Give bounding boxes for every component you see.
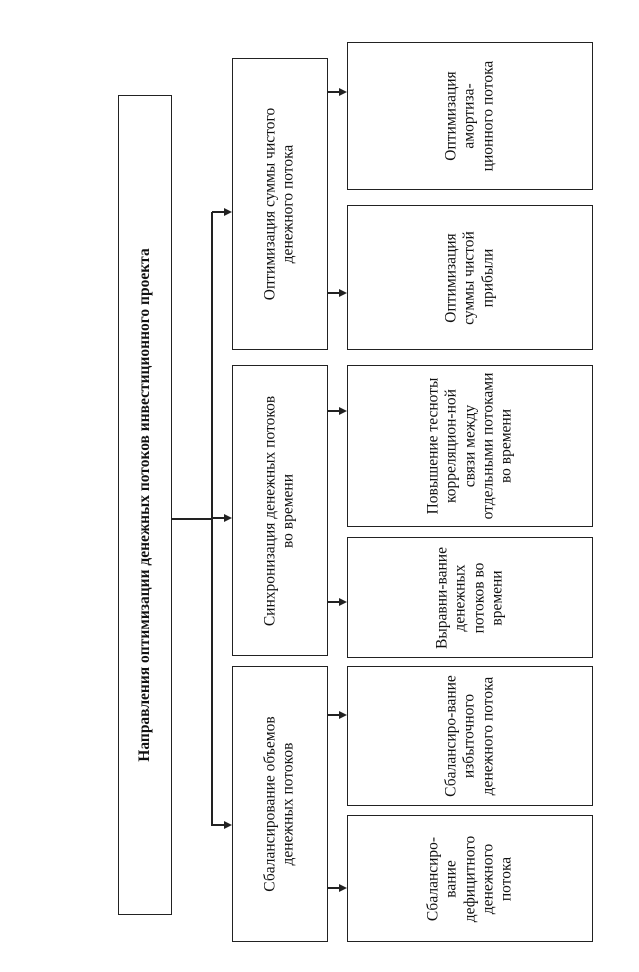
branch-node-net-cash-flow: Оптимизация суммы чистого денежного пото… bbox=[232, 58, 328, 350]
leaf-node-correlation: Повышение тесноты корреляцион-ной связи … bbox=[347, 365, 593, 527]
leaf-node-label: Оптимизация амортиза-ционного потока bbox=[442, 60, 497, 172]
leaf-arrow bbox=[339, 87, 347, 96]
leaf-arrow bbox=[339, 710, 347, 719]
branch-spine bbox=[211, 212, 213, 826]
leaf-connector bbox=[328, 91, 340, 93]
branch-node-label: Синхронизация денежных потоков во времен… bbox=[261, 395, 297, 626]
branch-connector-top bbox=[212, 211, 225, 213]
leaf-arrow bbox=[339, 883, 347, 892]
branch-node-label: Сбалансирование объемов денежных потоков bbox=[261, 716, 297, 892]
leaf-arrow bbox=[339, 406, 347, 415]
leaf-arrow bbox=[339, 288, 347, 297]
leaf-node-surplus-balancing: Сбалансиро-вание избыточного денежного п… bbox=[347, 666, 593, 806]
leaf-connector bbox=[328, 601, 340, 603]
root-connector bbox=[172, 518, 212, 520]
root-node-label: Направления оптимизации денежных потоков… bbox=[135, 248, 153, 762]
branch-connector-bottom bbox=[212, 824, 225, 826]
branch-node-balancing: Сбалансирование объемов денежных потоков bbox=[232, 666, 328, 942]
root-node: Направления оптимизации денежных потоков… bbox=[118, 95, 172, 915]
leaf-connector bbox=[328, 410, 340, 412]
leaf-connector bbox=[328, 292, 340, 294]
leaf-node-label: Выравни-вание денежных потоков во времен… bbox=[433, 546, 506, 649]
branch-node-label: Оптимизация суммы чистого денежного пото… bbox=[261, 107, 297, 301]
leaf-arrow bbox=[339, 597, 347, 606]
branch-node-synchronization: Синхронизация денежных потоков во времен… bbox=[232, 365, 328, 656]
leaf-connector bbox=[328, 887, 340, 889]
branch-connector-mid bbox=[212, 517, 225, 519]
leaf-node-leveling: Выравни-вание денежных потоков во времен… bbox=[347, 537, 593, 658]
leaf-node-net-profit: Оптимизация суммы чистой прибыли bbox=[347, 205, 593, 350]
leaf-node-deficit-balancing: Сбалансиро-вание дефицитного денежного п… bbox=[347, 815, 593, 942]
branch-arrow-top bbox=[224, 207, 232, 216]
leaf-node-depreciation-flow: Оптимизация амортиза-ционного потока bbox=[347, 42, 593, 190]
leaf-node-label: Сбалансиро-вание избыточного денежного п… bbox=[442, 675, 497, 797]
leaf-node-label: Повышение тесноты корреляцион-ной связи … bbox=[424, 372, 515, 520]
leaf-node-label: Сбалансиро-вание дефицитного денежного п… bbox=[424, 835, 515, 922]
branch-arrow-mid bbox=[224, 513, 232, 522]
branch-arrow-bottom bbox=[224, 820, 232, 829]
leaf-node-label: Оптимизация суммы чистой прибыли bbox=[442, 230, 497, 325]
leaf-connector bbox=[328, 714, 340, 716]
